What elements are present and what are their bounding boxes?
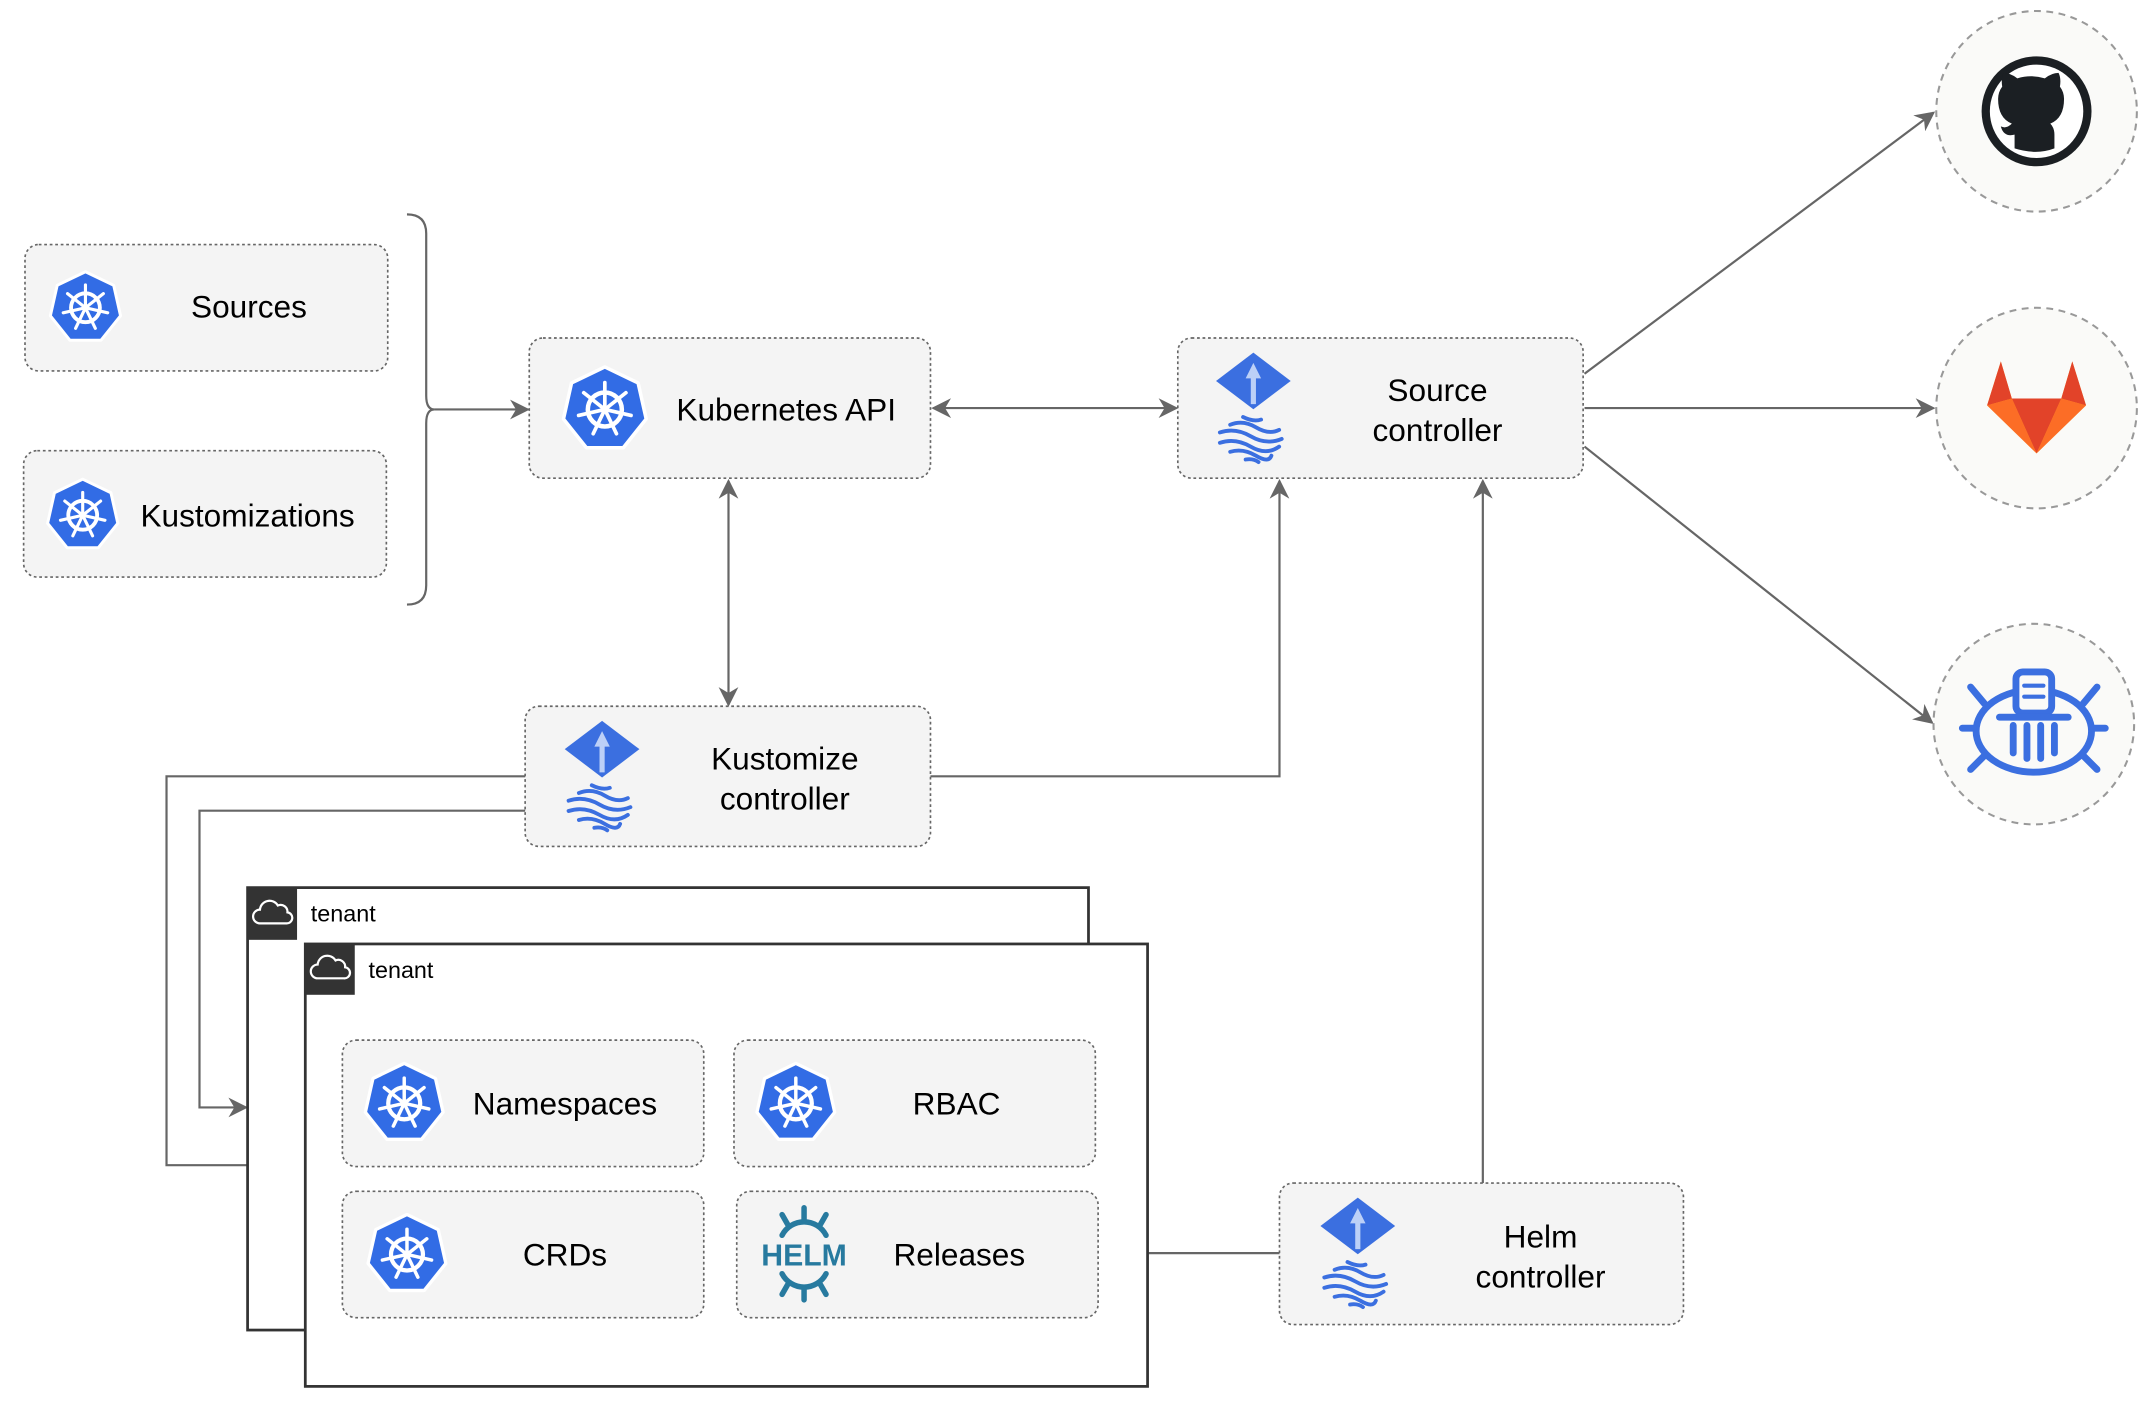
kubernetes-icon (368, 1215, 446, 1291)
source-controller-label-line2: controller (1373, 412, 1503, 448)
kustomize-controller-label-line1: Kustomize (711, 740, 858, 776)
tenant-label: tenant (369, 957, 434, 983)
helm-controller-label-line2: controller (1476, 1258, 1606, 1294)
helm-logo-text: HELM (761, 1239, 847, 1272)
gitlab-source[interactable] (1935, 306, 2138, 510)
releases-label: Releases (893, 1236, 1025, 1272)
kubernetes-icon (45, 477, 120, 550)
edge-kustomize-to-source (930, 478, 1290, 778)
crds-node[interactable]: CRDs (341, 1190, 705, 1319)
brace (406, 213, 435, 606)
kustomize-controller-label-line2: controller (720, 780, 850, 816)
sources-node[interactable]: Sources (24, 243, 389, 372)
kubernetes-icon (48, 269, 123, 343)
rbac-node[interactable]: RBAC (733, 1039, 1097, 1168)
edge-source-to-github (1583, 111, 1936, 375)
kubernetes-api-label: Kubernetes API (676, 391, 896, 427)
bucket-source[interactable] (1932, 622, 2136, 826)
namespaces-label: Namespaces (473, 1085, 657, 1121)
kubernetes-icon (757, 1063, 835, 1139)
helm-icon: HELM (761, 1205, 847, 1303)
tenant-label: tenant (311, 901, 376, 927)
kustomizations-node[interactable]: Kustomizations (22, 449, 388, 578)
tenant-header-badge (305, 943, 355, 995)
source-controller-label-line1: Source (1387, 372, 1487, 408)
namespaces-node[interactable]: Namespaces (341, 1039, 705, 1168)
edge-kustomize-to-tenant-back (198, 809, 526, 1118)
source-controller-node[interactable]: Source controller (1176, 337, 1584, 479)
kubernetes-api-node[interactable]: Kubernetes API (528, 337, 932, 479)
crds-label: CRDs (523, 1236, 607, 1272)
edge-source-to-bucket (1583, 445, 1934, 724)
edge-kustomize-to-tenant-front (165, 775, 526, 1176)
kubernetes-icon (365, 1063, 443, 1139)
kustomize-controller-node[interactable]: Kustomize controller (524, 705, 932, 848)
helm-controller-label-line1: Helm (1504, 1219, 1578, 1255)
bucket-icon (1958, 668, 2109, 776)
gitlab-icon (1987, 361, 2087, 454)
rbac-label: RBAC (913, 1085, 1001, 1121)
sources-label: Sources (191, 288, 307, 324)
kubernetes-icon (563, 367, 646, 448)
releases-node[interactable]: HELM Releases (735, 1190, 1099, 1319)
helm-controller-node[interactable]: Helm controller (1278, 1182, 1685, 1326)
github-icon (1981, 56, 2092, 167)
kustomizations-label: Kustomizations (140, 497, 354, 533)
github-source[interactable] (1935, 9, 2138, 213)
